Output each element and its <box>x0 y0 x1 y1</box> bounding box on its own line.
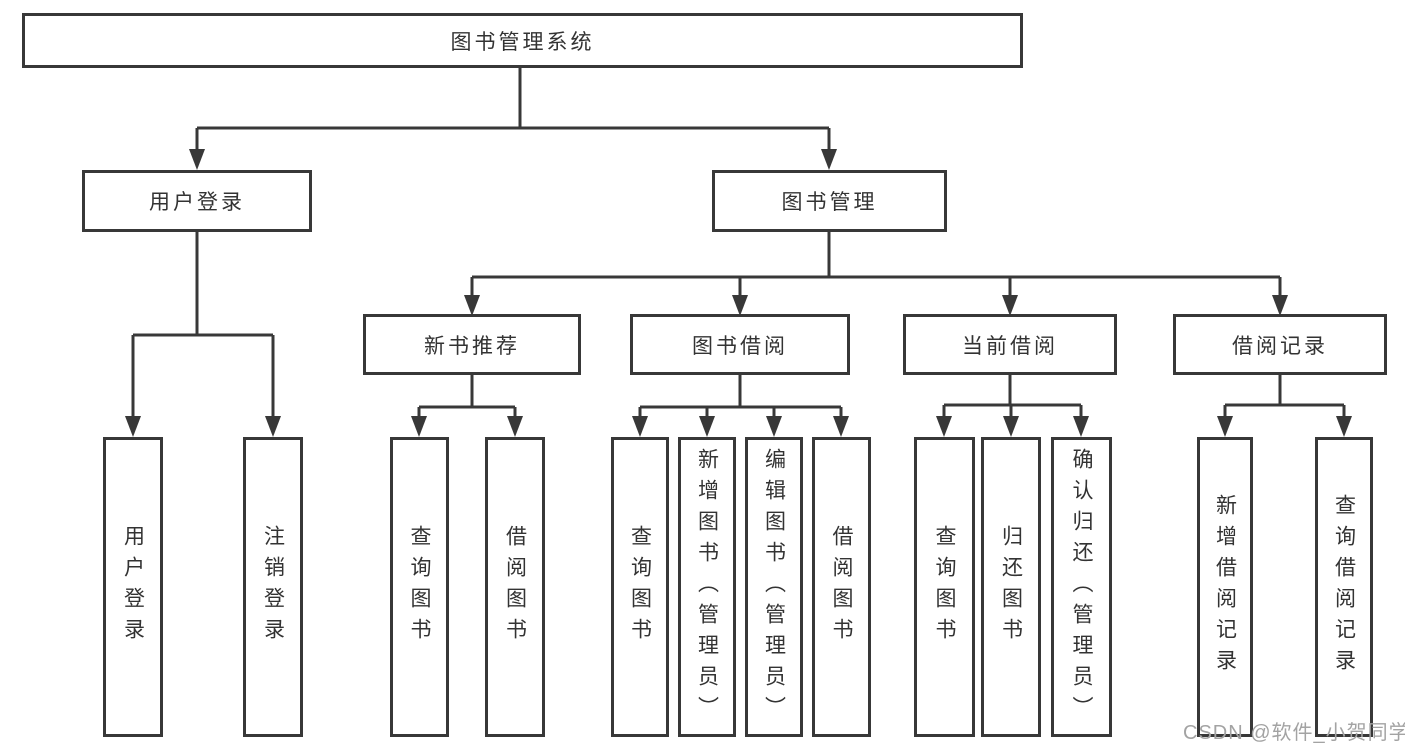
leaf-confirm-return-admin: 确认归还（管理员） <box>1051 437 1112 737</box>
leaf-query-books-borrow: 查询图书 <box>611 437 669 737</box>
leaf-query-books-current: 查询图书 <box>914 437 975 737</box>
leaf-query-books-recommend: 查询图书 <box>390 437 449 737</box>
node-current-borrow: 当前借阅 <box>903 314 1117 375</box>
node-label: 借阅图书 <box>503 525 527 649</box>
node-borrow-records: 借阅记录 <box>1173 314 1387 375</box>
node-label: 借阅记录 <box>1232 334 1328 358</box>
csdn-watermark: CSDN @软件_小贺同学 <box>1183 722 1405 744</box>
node-new-book-recommend: 新书推荐 <box>363 314 581 375</box>
node-label: 归还图书 <box>999 525 1023 649</box>
node-label: 用户登录 <box>149 191 245 214</box>
node-label: 新书推荐 <box>424 334 520 358</box>
node-label: 注销登录 <box>261 525 285 649</box>
leaf-query-borrow-record: 查询借阅记录 <box>1315 437 1373 737</box>
node-label: 新增图书（管理员） <box>695 447 719 727</box>
leaf-user-login: 用户登录 <box>103 437 163 737</box>
node-label: 当前借阅 <box>962 334 1058 358</box>
arrowheads <box>125 149 1352 437</box>
node-label: 查询图书 <box>408 525 431 649</box>
node-label: 借阅图书 <box>830 525 853 649</box>
leaf-edit-books-admin: 编辑图书（管理员） <box>745 437 803 737</box>
node-label: 查询图书 <box>628 525 652 649</box>
node-user-login: 用户登录 <box>82 170 312 232</box>
node-label: 编辑图书（管理员） <box>762 447 786 727</box>
node-label: 查询借阅记录 <box>1332 494 1356 680</box>
node-label: 查询图书 <box>933 525 956 649</box>
leaf-borrow-books-recommend: 借阅图书 <box>485 437 545 737</box>
leaf-borrow-books: 借阅图书 <box>812 437 871 737</box>
node-library-management-system: 图书管理系统 <box>22 13 1023 68</box>
node-book-management: 图书管理 <box>712 170 947 232</box>
node-label: 新增借阅记录 <box>1213 494 1237 680</box>
node-label: 图书管理 <box>781 191 878 214</box>
leaf-add-borrow-record: 新增借阅记录 <box>1197 437 1253 737</box>
leaf-return-books: 归还图书 <box>981 437 1041 737</box>
node-label: 用户登录 <box>121 525 145 649</box>
node-label: 确认归还（管理员） <box>1070 447 1093 727</box>
node-book-borrow: 图书借阅 <box>630 314 850 375</box>
leaf-add-books-admin: 新增图书（管理员） <box>678 437 736 737</box>
node-label: 图书借阅 <box>692 334 788 358</box>
node-label: 图书管理系统 <box>450 30 595 54</box>
leaf-logout: 注销登录 <box>243 437 303 737</box>
